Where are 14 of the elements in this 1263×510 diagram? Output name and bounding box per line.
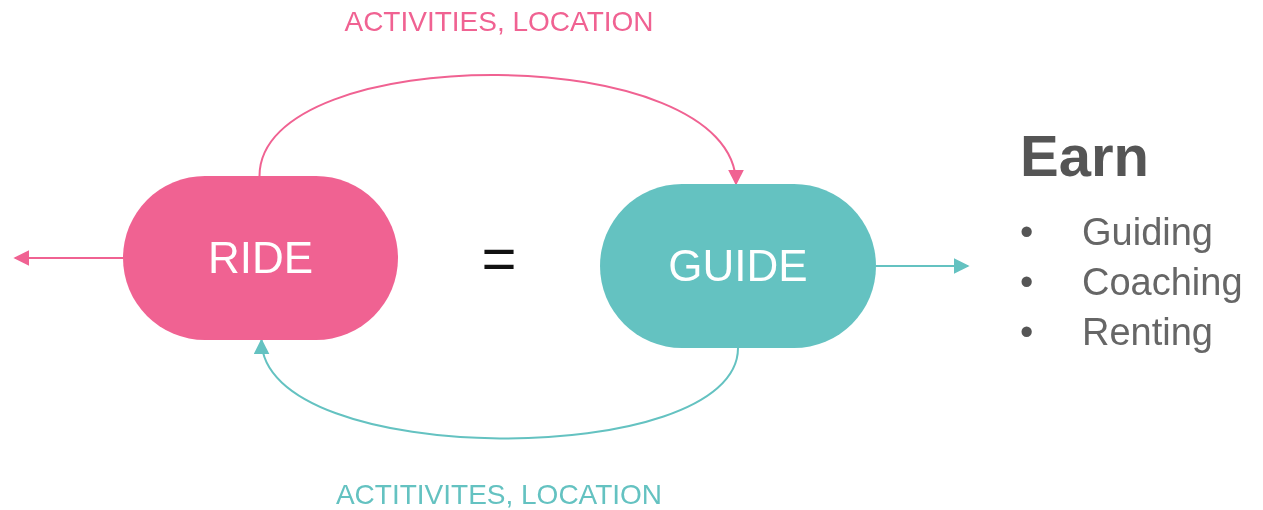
edge-label: ACTITIVITES, LOCATION: [335, 479, 663, 510]
heading: Earn: [1020, 122, 1149, 189]
edge-label: ACTIVITIES, LOCATION: [344, 6, 654, 38]
pill-node: GUIDE: [600, 184, 876, 348]
equals-sign: =: [481, 223, 517, 293]
arrow: [875, 258, 970, 274]
bullet: •: [1020, 310, 1034, 355]
list-item: Guiding: [1082, 210, 1213, 255]
list-item: Renting: [1082, 310, 1213, 355]
bullet: •: [1020, 210, 1034, 255]
pill-node: RIDE: [123, 176, 398, 340]
list-item: Coaching: [1082, 260, 1243, 305]
arrow: [13, 250, 124, 266]
bullet: •: [1020, 260, 1034, 305]
